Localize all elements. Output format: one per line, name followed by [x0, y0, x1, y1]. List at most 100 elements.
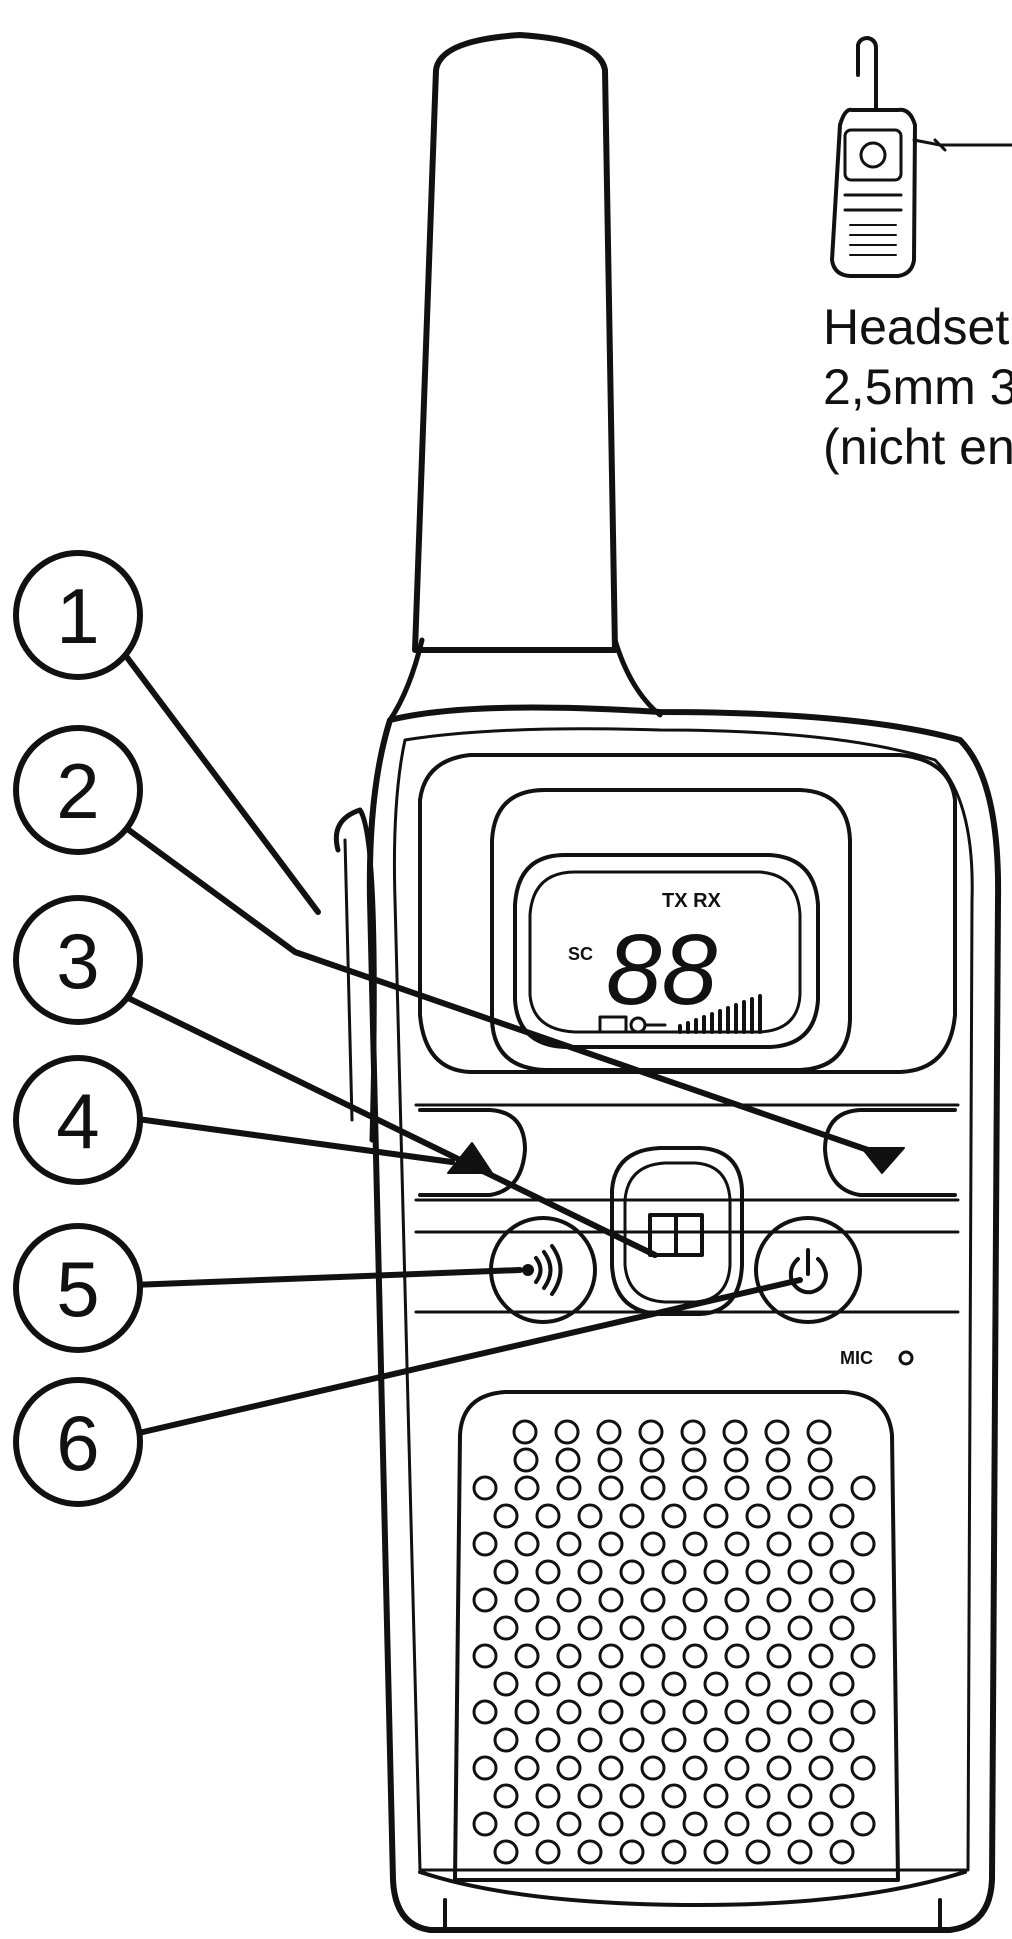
speaker-hole — [808, 1643, 834, 1669]
callout-4 — [13, 1055, 143, 1185]
speaker-hole — [724, 1475, 750, 1501]
leader-line-6 — [127, 1277, 803, 1438]
callout-circles — [13, 550, 143, 1507]
speaker-hole — [745, 1615, 771, 1641]
callout-5 — [13, 1223, 143, 1353]
speaker-hole — [724, 1643, 750, 1669]
speaker-hole — [555, 1447, 581, 1473]
speaker-hole — [493, 1559, 519, 1585]
speaker-hole — [514, 1699, 540, 1725]
speaker-hole — [619, 1783, 645, 1809]
speaker-hole — [556, 1587, 582, 1613]
speaker-hole — [493, 1783, 519, 1809]
speaker-hole — [577, 1727, 603, 1753]
speaker-hole — [640, 1475, 666, 1501]
speaker-hole — [745, 1783, 771, 1809]
speaker-hole — [766, 1811, 792, 1837]
speaker-hole — [535, 1783, 561, 1809]
speaker-hole — [577, 1783, 603, 1809]
speaker-hole — [745, 1503, 771, 1529]
speaker-hole — [850, 1699, 876, 1725]
speaker-hole — [619, 1615, 645, 1641]
speaker-hole — [514, 1475, 540, 1501]
headset-note-line-2: 2,5mm 3 — [823, 359, 1012, 415]
speaker-hole — [682, 1811, 708, 1837]
leader-line-1 — [117, 645, 321, 915]
speaker-hole — [766, 1531, 792, 1557]
callout-number-2: 2 — [56, 747, 99, 835]
speaker-hole — [787, 1559, 813, 1585]
speaker-hole — [682, 1587, 708, 1613]
speaker-hole — [514, 1587, 540, 1613]
speaker-hole — [577, 1615, 603, 1641]
display-bezel — [418, 753, 957, 1074]
speaker-hole — [472, 1755, 498, 1781]
leader-lines — [117, 645, 871, 1438]
speaker-hole — [640, 1811, 666, 1837]
speaker-hole — [638, 1419, 664, 1445]
speaker-hole — [596, 1419, 622, 1445]
speaker-hole — [850, 1587, 876, 1613]
speaker-hole — [554, 1419, 580, 1445]
speaker-hole — [787, 1839, 813, 1865]
speaker-hole — [681, 1447, 707, 1473]
speaker-hole — [829, 1783, 855, 1809]
power-button[interactable] — [754, 1216, 862, 1324]
speaker-hole — [766, 1755, 792, 1781]
speaker-hole — [639, 1447, 665, 1473]
speaker-hole — [829, 1727, 855, 1753]
down-button[interactable] — [823, 1108, 957, 1197]
speaker-hole — [472, 1699, 498, 1725]
leader-line-2 — [119, 822, 871, 1153]
speaker-hole — [829, 1503, 855, 1529]
speaker-hole — [661, 1559, 687, 1585]
speaker-hole — [808, 1531, 834, 1557]
speaker-hole — [808, 1755, 834, 1781]
callout-number-5: 5 — [56, 1245, 99, 1333]
speaker-hole — [493, 1503, 519, 1529]
speaker-hole — [764, 1419, 790, 1445]
speaker-hole — [850, 1531, 876, 1557]
speaker-hole — [723, 1447, 749, 1473]
speaker-hole — [808, 1811, 834, 1837]
speaker-hole — [472, 1811, 498, 1837]
scan-indicator: SC — [568, 944, 593, 964]
menu-button[interactable] — [610, 1146, 744, 1316]
speaker-hole — [598, 1475, 624, 1501]
speaker-hole — [766, 1643, 792, 1669]
speaker-hole — [514, 1811, 540, 1837]
lcd-icons — [598, 994, 762, 1034]
speaker-hole — [577, 1503, 603, 1529]
speaker-hole — [535, 1671, 561, 1697]
speaker-hole — [787, 1727, 813, 1753]
power-icon — [788, 1248, 828, 1295]
speaker-hole — [556, 1755, 582, 1781]
speaker-hole — [703, 1559, 729, 1585]
keypad-band — [414, 1103, 960, 1314]
speaker-hole — [661, 1839, 687, 1865]
speaker-hole — [661, 1727, 687, 1753]
speaker-hole — [661, 1671, 687, 1697]
speaker-hole — [535, 1727, 561, 1753]
speaker-hole — [661, 1503, 687, 1529]
callout-number-4: 4 — [56, 1077, 99, 1165]
speaker-hole — [577, 1559, 603, 1585]
speaker-hole — [766, 1475, 792, 1501]
speaker-hole — [556, 1475, 582, 1501]
speaker-hole — [766, 1699, 792, 1725]
speaker-hole — [722, 1419, 748, 1445]
speaker-hole — [597, 1447, 623, 1473]
speaker-hole — [745, 1671, 771, 1697]
leader-line-4 — [127, 1115, 455, 1165]
speaker-hole — [514, 1755, 540, 1781]
speaker-hole — [808, 1699, 834, 1725]
speaker-hole — [724, 1587, 750, 1613]
speaker-hole — [493, 1615, 519, 1641]
callout-2 — [13, 725, 143, 855]
speaker-hole — [512, 1419, 538, 1445]
speaker-hole — [850, 1475, 876, 1501]
callout-6 — [13, 1377, 143, 1507]
speaker-hole — [808, 1475, 834, 1501]
speaker-hole — [598, 1643, 624, 1669]
leader-line-5 — [129, 1267, 523, 1288]
